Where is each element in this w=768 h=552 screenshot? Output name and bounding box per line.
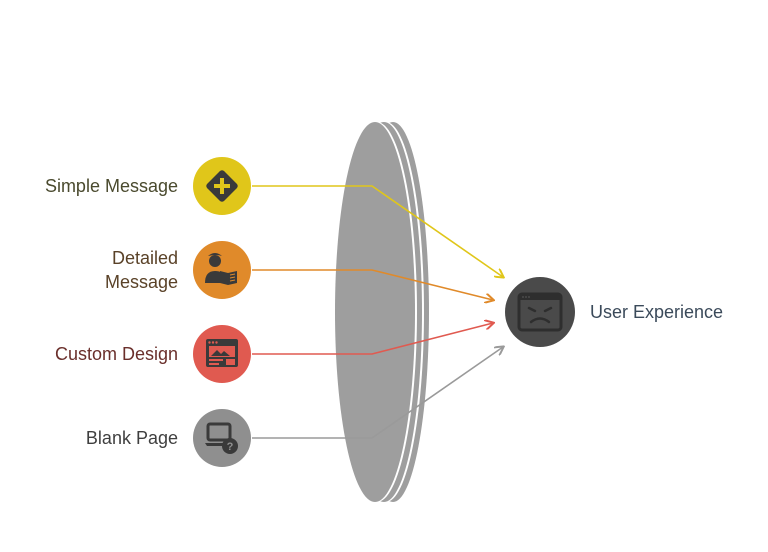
connector-blank-page [252, 347, 503, 439]
connector-simple-message [252, 185, 503, 277]
svg-text:?: ? [227, 441, 234, 453]
person-reading-icon [205, 253, 237, 285]
node-blank-page: ? [193, 409, 251, 467]
connector-custom-design [252, 323, 493, 355]
label-simple-message: Simple Message [44, 176, 178, 196]
plus-diamond-icon [206, 170, 238, 202]
label-user-experience: User Experience [590, 302, 724, 322]
node-simple-message [193, 157, 251, 215]
laptop-question-icon: ? [205, 422, 238, 454]
connector-detailed-message [252, 269, 493, 300]
label-detailed-message: Detailed Message [104, 248, 178, 292]
lens-filter [335, 122, 429, 502]
label-blank-page: Blank Page [85, 428, 178, 448]
label-custom-design: Custom Design [54, 344, 178, 364]
angry-browser-icon [517, 292, 563, 332]
node-detailed-message [193, 241, 251, 299]
webpage-layout-icon [206, 339, 238, 367]
node-custom-design [193, 325, 251, 383]
node-user-experience [505, 277, 575, 347]
